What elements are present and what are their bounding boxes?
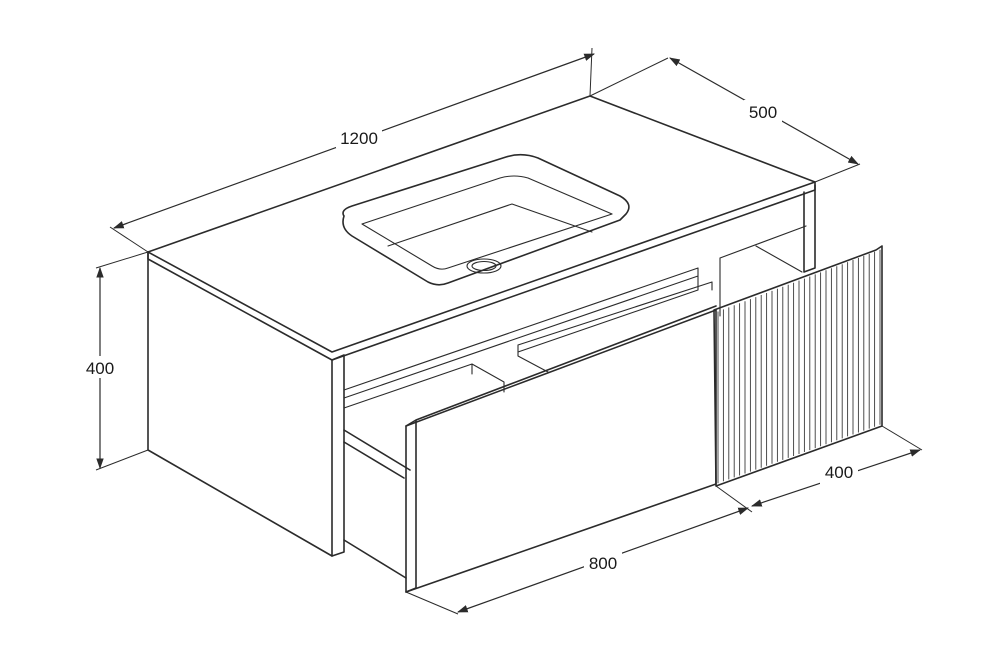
dimension-height: 400 bbox=[82, 251, 149, 471]
right-side-panel bbox=[803, 184, 816, 273]
height-label: 400 bbox=[86, 359, 114, 378]
width-label: 1200 bbox=[340, 129, 378, 148]
dimension-width: 1200 bbox=[109, 47, 596, 253]
drawer-front-edge bbox=[405, 305, 717, 593]
interior-top-rail bbox=[343, 267, 699, 399]
basin-inner-bowl bbox=[361, 175, 613, 270]
depth-label: 500 bbox=[749, 103, 777, 122]
drawer-width-label: 800 bbox=[589, 554, 617, 573]
interior-right-bay bbox=[719, 225, 807, 317]
drawer-box-side bbox=[343, 429, 411, 579]
basin-drain bbox=[466, 258, 502, 274]
fluted-panel bbox=[713, 245, 883, 487]
countertop bbox=[147, 95, 816, 361]
cabinet-interior bbox=[343, 225, 807, 409]
basin-outer-rim bbox=[342, 153, 630, 286]
basin-inner-back bbox=[387, 203, 593, 247]
fluted-panel-grooves bbox=[717, 249, 881, 484]
left-side-panel bbox=[147, 251, 333, 557]
dimension-fluted-width: 400 bbox=[750, 425, 923, 507]
fluted-width-label: 400 bbox=[825, 463, 853, 482]
dimension-depth: 500 bbox=[589, 57, 861, 183]
fluted-panel-outline bbox=[713, 245, 883, 487]
countertop-front-edge bbox=[147, 181, 816, 361]
open-drawer bbox=[343, 305, 717, 593]
interior-divider-right bbox=[517, 281, 713, 373]
left-front-edge bbox=[331, 354, 345, 557]
dimension-drawer-width: 800 bbox=[405, 485, 753, 615]
